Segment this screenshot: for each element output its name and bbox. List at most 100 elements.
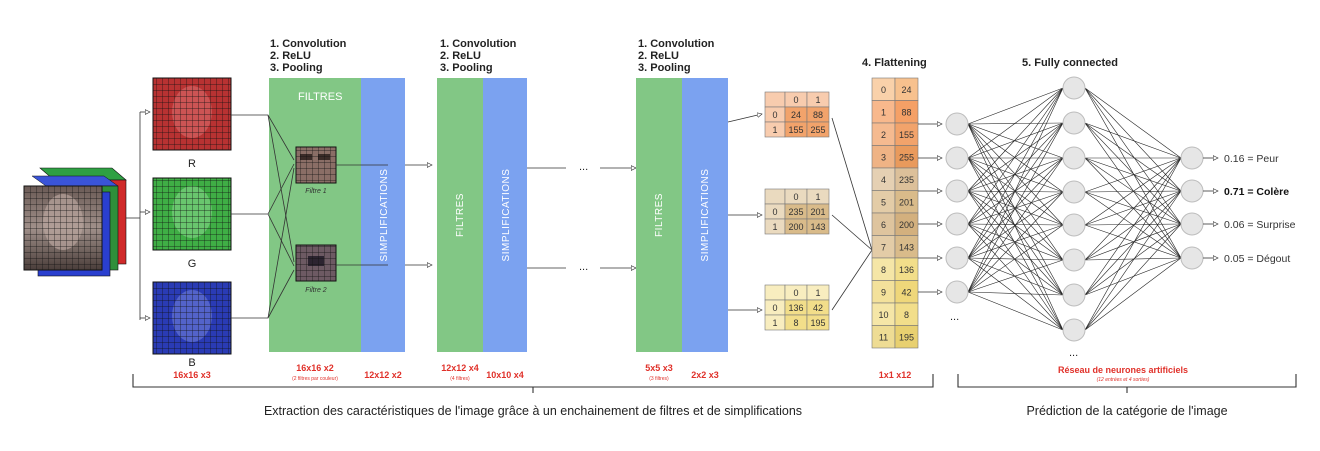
network-connection: [967, 224, 1064, 293]
simplifications-label-1: SIMPLIFICATIONS: [379, 169, 390, 262]
network-connection: [1084, 157, 1182, 331]
network-connection: [967, 224, 1064, 259]
channel-r-label: R: [188, 158, 196, 170]
size-block1-filters: 16x16 x2: [296, 363, 334, 373]
bracket-extraction: [132, 374, 934, 393]
network-connection: [1084, 190, 1182, 261]
flatten-value: 8: [904, 310, 909, 320]
channel-r: [152, 77, 232, 151]
size-block2-filters: 12x12 x4: [441, 363, 479, 373]
network-connection: [967, 122, 1064, 293]
network-neurons: [945, 76, 1204, 342]
network-connection: [967, 157, 1064, 261]
neuron-layer-2: [1062, 213, 1086, 237]
network-connection: [967, 87, 1064, 192]
network-connection: [1084, 257, 1182, 331]
channel-g: [152, 177, 232, 251]
filters-title: FILTRES: [298, 91, 342, 103]
network-connection: [1084, 157, 1182, 296]
filters-panel-2: [437, 78, 483, 352]
output-prediction: 0.05 = Dégout: [1224, 253, 1290, 265]
neuron-layer-1: [945, 112, 969, 136]
network-connection: [1084, 87, 1182, 259]
neuron-layer-3: [1180, 246, 1204, 270]
flatten-index: 7: [881, 243, 886, 253]
size-block3-simplif: 2x2 x3: [691, 370, 719, 380]
neuron-layer-3: [1180, 179, 1204, 203]
flatten-row: 3 255: [871, 145, 919, 169]
network-connection: [1084, 224, 1182, 259]
network-connection: [1084, 190, 1182, 331]
neuron-layer-2: [1062, 318, 1086, 342]
network-connection: [1084, 157, 1182, 192]
flatten-index: 9: [881, 288, 886, 298]
flatten-value: 200: [899, 220, 914, 230]
flatten-value: 88: [901, 108, 911, 118]
network-connection: [967, 122, 1064, 192]
channel-b-label: B: [188, 357, 195, 369]
network-connection: [967, 257, 1064, 296]
bracket-prediction: [957, 374, 1297, 393]
step-pooling-1: 3. Pooling: [270, 62, 323, 74]
flatten-index: 0: [881, 85, 886, 95]
matrix-header-cell: 1: [815, 95, 820, 105]
size-block1-simplif: 12x12 x2: [364, 370, 402, 380]
network-connection: [1084, 190, 1182, 226]
filters-panel-3: [636, 78, 682, 352]
size-block1-note: (2 filtres par couleur): [292, 376, 338, 382]
output-prediction: 0.71 = Colère: [1224, 186, 1289, 198]
channel-b: [152, 281, 232, 355]
step-convolution-3: 1. Convolution: [638, 38, 715, 50]
size-block3-filters: 5x5 x3: [645, 363, 673, 373]
network-connection: [967, 87, 1064, 259]
flatten-value: 255: [899, 153, 914, 163]
network-connection: [967, 87, 1064, 225]
step-flattening: 4. Flattening: [862, 57, 927, 69]
filters-label-2: FILTRES: [455, 193, 466, 237]
filters-label-3: FILTRES: [654, 193, 665, 237]
network-connection: [1084, 122, 1182, 225]
network-connection: [967, 190, 1064, 296]
channel-filter-lines: [231, 114, 432, 319]
matrix-header-cell: 0: [793, 192, 798, 202]
flatten-index: 5: [881, 198, 886, 208]
simplifications-panel-3: [682, 78, 728, 352]
input-connectors: [126, 112, 150, 320]
step-convolution-2: 1. Convolution: [440, 38, 517, 50]
network-connection: [1084, 87, 1182, 159]
network-connection: [1084, 157, 1182, 261]
flatten-index: 2: [881, 130, 886, 140]
size-block2-simplif: 10x10 x4: [486, 370, 524, 380]
neuron-layer-2: [1062, 248, 1086, 272]
matrix-cell: 200: [788, 222, 803, 232]
flatten-value: 155: [899, 130, 914, 140]
network-connection: [967, 87, 1064, 159]
network-connection: [967, 259, 1064, 293]
ellipsis-2: ...: [579, 261, 588, 273]
network-connection: [967, 291, 1064, 331]
step-pooling-3: 3. Pooling: [638, 62, 691, 74]
neuron-layer-2: [1062, 180, 1086, 204]
network-connection: [1084, 257, 1182, 261]
network-note: (12 entrées et 4 sorties): [1097, 377, 1150, 383]
flatten-index: 3: [881, 153, 886, 163]
matrix-cell: 235: [788, 207, 803, 217]
filter-1-label: Filtre 1: [305, 188, 327, 195]
network-connection: [967, 87, 1064, 293]
simplifications-panel-2: [483, 78, 527, 352]
flatten-value: 195: [899, 333, 914, 343]
neuron-layer-1: [945, 146, 969, 170]
footer-prediction: Prédiction de la catégorie de l'image: [1026, 404, 1227, 418]
output-prediction: 0.06 = Surprise: [1224, 219, 1296, 231]
flatten-value: 235: [899, 175, 914, 185]
network-connection: [1084, 157, 1182, 225]
flatten-value: 201: [899, 198, 914, 208]
footer-extraction: Extraction des caractéristiques de l'ima…: [264, 404, 802, 418]
network-connection: [967, 191, 1064, 293]
